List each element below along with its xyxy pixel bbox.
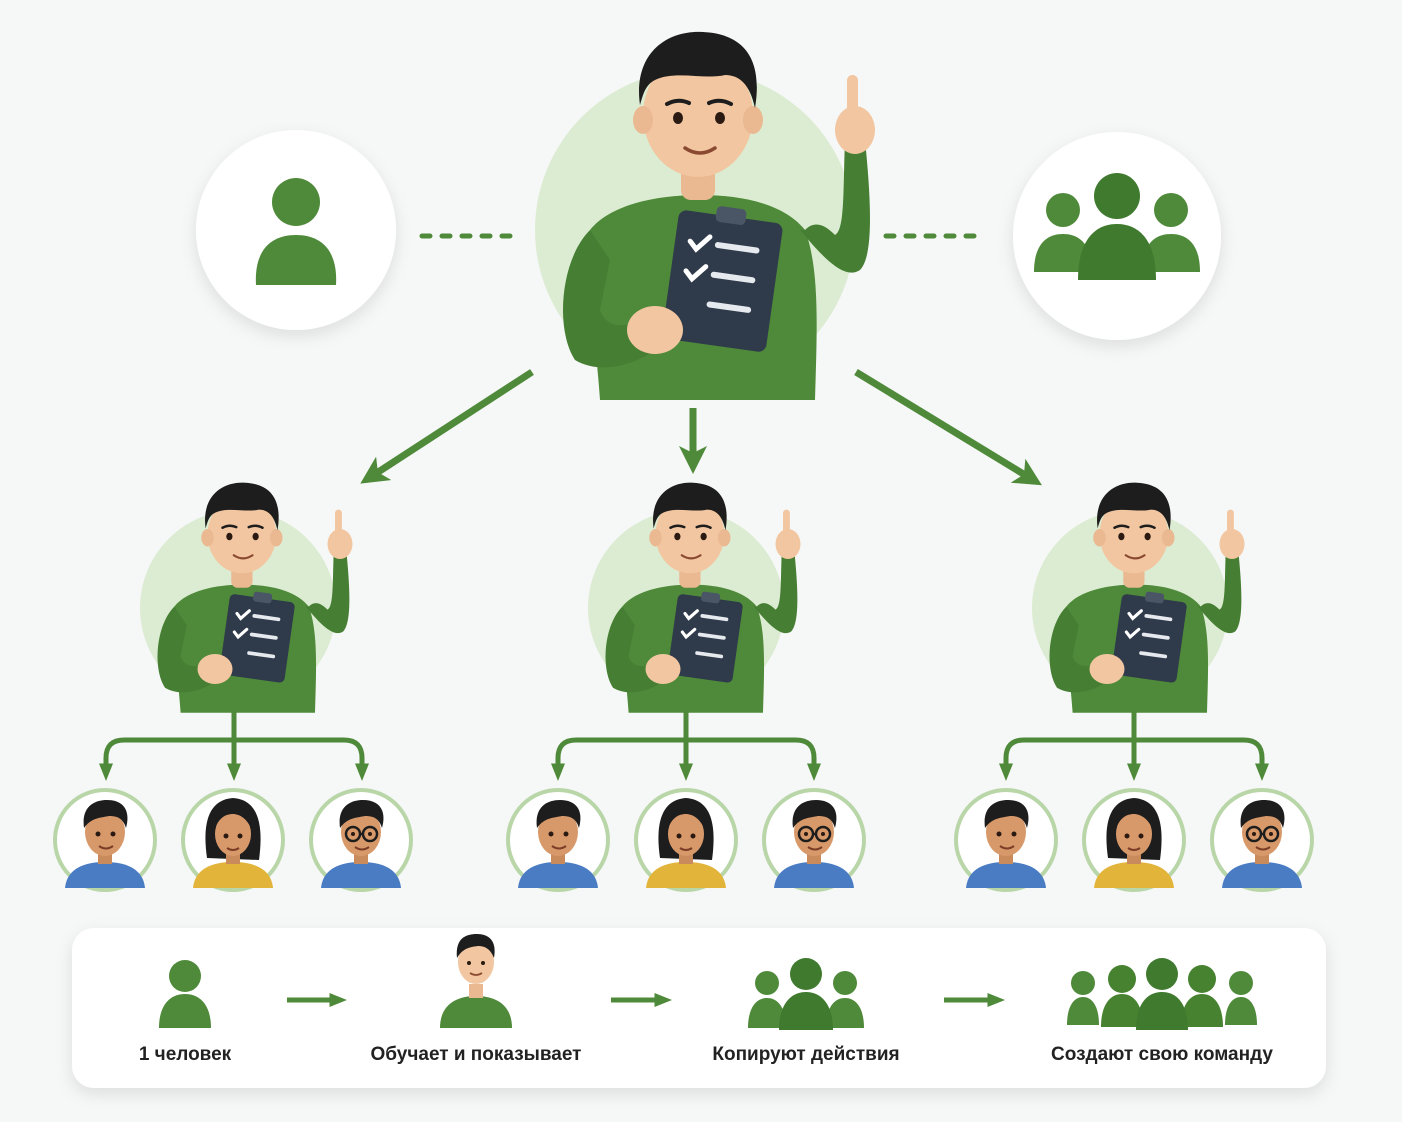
mentor-left bbox=[140, 481, 355, 715]
step-label-4: Создают свою команду bbox=[1051, 1044, 1273, 1065]
mentor-center bbox=[588, 481, 803, 715]
members-right bbox=[956, 790, 1312, 890]
step1-person-icon bbox=[159, 960, 211, 1028]
legend-panel bbox=[72, 928, 1326, 1088]
branch-right bbox=[1006, 712, 1262, 774]
step2-mentor-avatar-icon bbox=[440, 934, 512, 1028]
step3-group-of-three-icon bbox=[748, 958, 864, 1030]
group-icon bbox=[1034, 173, 1200, 280]
single-person-circle bbox=[196, 130, 396, 330]
mentor-right bbox=[1032, 481, 1247, 715]
arrow-to-left-mentor bbox=[360, 369, 534, 484]
members-left bbox=[55, 790, 411, 890]
arrow-to-right-mentor bbox=[854, 369, 1042, 486]
step-label-2: Обучает и показывает bbox=[370, 1044, 582, 1065]
members-center bbox=[508, 790, 864, 890]
branch-center bbox=[558, 712, 814, 774]
top-mentor-group bbox=[535, 32, 875, 400]
step4-group-of-five-icon bbox=[1067, 958, 1257, 1030]
step-label-1: 1 человек bbox=[138, 1044, 232, 1065]
step-label-3: Копируют действия bbox=[712, 1044, 900, 1065]
branch-left bbox=[106, 712, 362, 774]
